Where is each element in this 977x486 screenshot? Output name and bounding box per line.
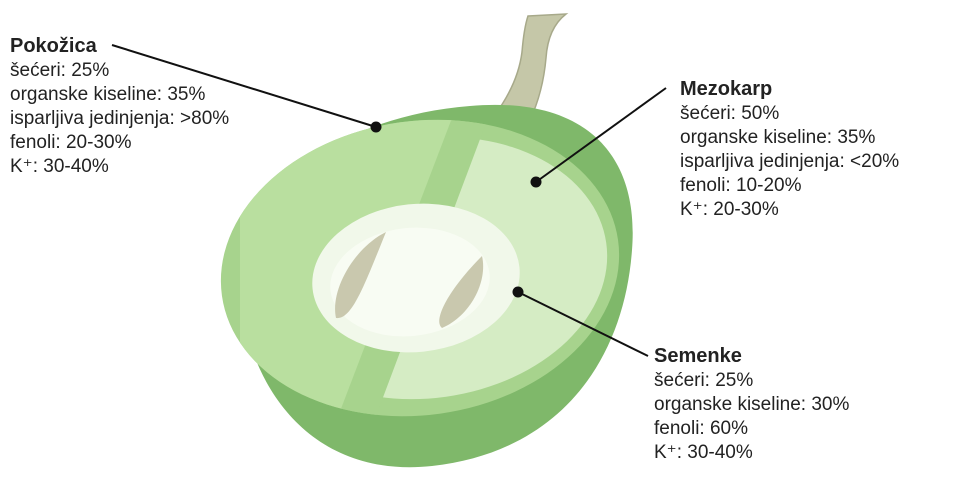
mezokarp-line-volatile-compounds: isparljiva jedinjenja: <20% (680, 150, 899, 174)
mezokarp-pointer-dot (531, 177, 542, 188)
pokozica-line-phenols: fenoli: 20-30% (10, 131, 229, 155)
pokozica-pointer-dot (371, 122, 382, 133)
pokozica-line-organic-acids: organske kiseline: 35% (10, 83, 229, 107)
mezokarp-line-potassium: K⁺: 20-30% (680, 198, 899, 222)
mezokarp-line-phenols: fenoli: 10-20% (680, 174, 899, 198)
pokozica-line-sugars: šećeri: 25% (10, 59, 229, 83)
mezokarp-line-organic-acids: organske kiseline: 35% (680, 126, 899, 150)
mezokarp-label-block: Mezokarp šećeri: 50% organske kiseline: … (680, 76, 899, 222)
pokozica-line-volatile-compounds: isparljiva jedinjenja: >80% (10, 107, 229, 131)
pokozica-label-block: Pokožica šećeri: 25% organske kiseline: … (10, 33, 229, 179)
semenke-pointer-dot (513, 287, 524, 298)
pokozica-title: Pokožica (10, 33, 229, 59)
semenke-line-phenols: fenoli: 60% (654, 417, 849, 441)
semenke-line-organic-acids: organske kiseline: 30% (654, 393, 849, 417)
mezokarp-line-sugars: šećeri: 50% (680, 102, 899, 126)
mezokarp-title: Mezokarp (680, 76, 899, 102)
semenke-line-potassium: K⁺: 30-40% (654, 441, 849, 465)
semenke-label-block: Semenke šećeri: 25% organske kiseline: 3… (654, 343, 849, 465)
pokozica-line-potassium: K⁺: 30-40% (10, 155, 229, 179)
semenke-line-sugars: šećeri: 25% (654, 369, 849, 393)
semenke-title: Semenke (654, 343, 849, 369)
grape-stem (494, 14, 566, 120)
